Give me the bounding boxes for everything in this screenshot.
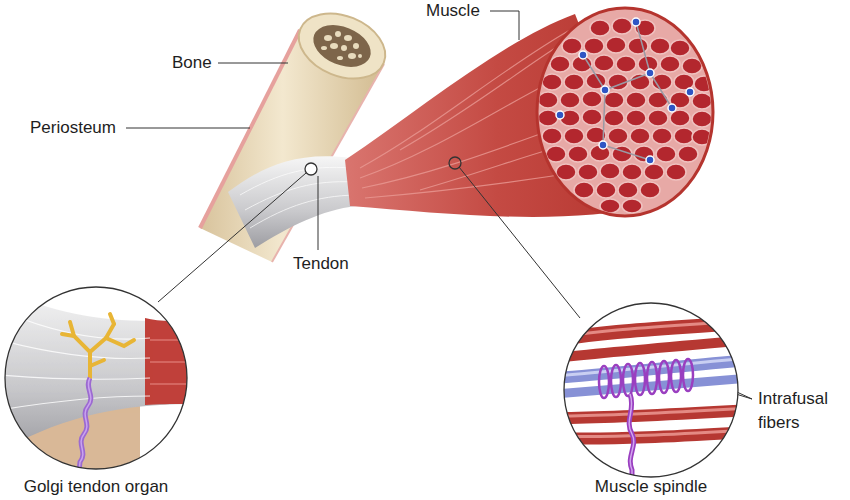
part-label: Bone <box>172 52 212 74</box>
part-label: Muscle <box>426 0 480 22</box>
bone-figure <box>200 1 395 262</box>
zoom-marker <box>449 157 461 169</box>
zoom-marker <box>305 163 317 175</box>
part-label: Golgi tendon organ <box>24 476 169 498</box>
part-label: Intrafusal fibers <box>758 387 846 435</box>
part-label: Muscle spindle <box>595 476 707 498</box>
tendon-figure <box>228 156 356 248</box>
part-label: Tendon <box>293 253 349 275</box>
muscle-spindle-inset <box>555 303 750 480</box>
golgi-tendon-organ-inset <box>0 287 200 480</box>
part-label: Periosteum <box>30 117 116 139</box>
muscle-figure <box>345 8 714 217</box>
